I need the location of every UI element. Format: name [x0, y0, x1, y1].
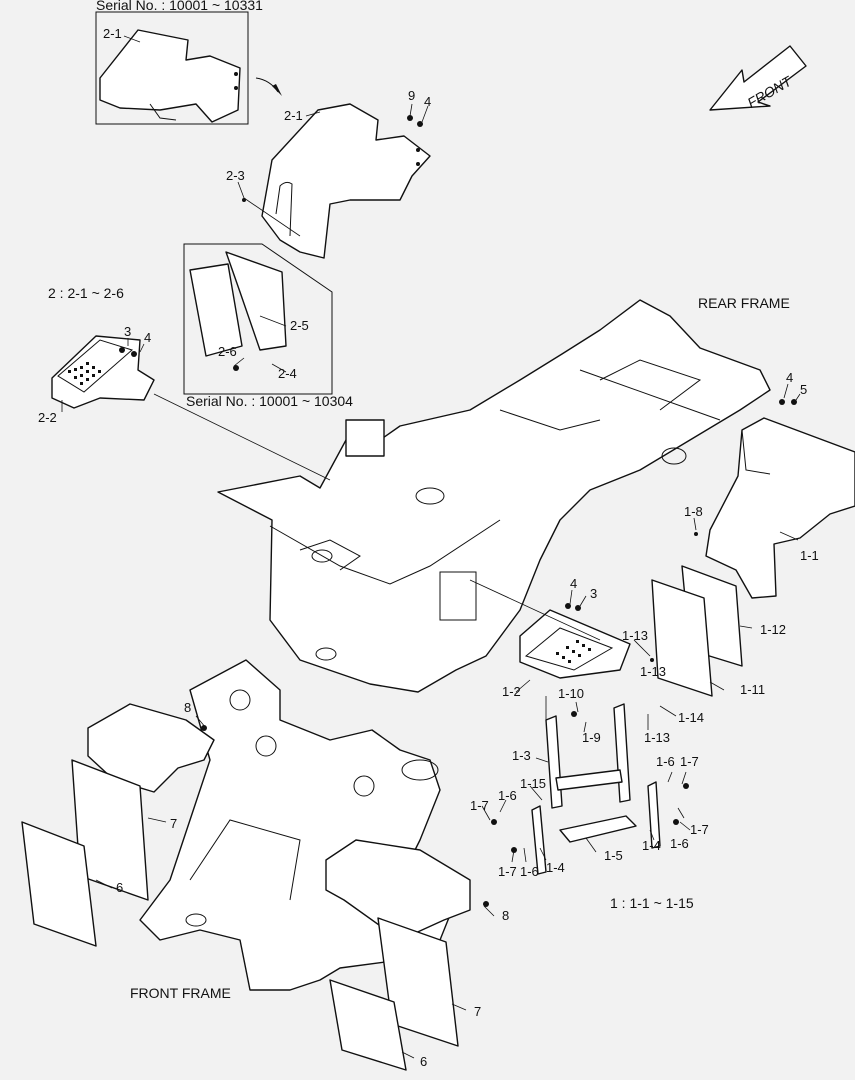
serial-top-label: Serial No. : 10001 ~ 10331: [96, 0, 263, 13]
callout: 1-7: [498, 864, 517, 879]
serial-middle-label: Serial No. : 10001 ~ 10304: [186, 393, 353, 409]
callout: 2-3: [226, 168, 245, 183]
callout: 1-11: [740, 682, 765, 697]
mud-flap-plates-1-11-1-12: [651, 565, 743, 697]
callout: 1-13: [622, 628, 648, 643]
callout: 1-12: [760, 622, 786, 637]
front-frame-label: FRONT FRAME: [130, 985, 231, 1001]
callout: 1-6: [670, 836, 689, 851]
callout: 1-6: [520, 864, 539, 879]
callout: 2-2: [38, 410, 57, 425]
callout: 2-4: [278, 366, 297, 381]
callout: 5: [800, 382, 807, 397]
step-1-2: [519, 609, 631, 679]
callout: 2-1: [103, 26, 122, 41]
step-1-5: [559, 815, 637, 843]
callout: 6: [420, 1054, 427, 1069]
callout: 4: [786, 370, 793, 385]
group-2-label: 2 : 2-1 ~ 2-6: [48, 285, 124, 301]
callout: 1-6: [498, 788, 517, 803]
inset-box-top: [95, 11, 282, 125]
callout: 1-1: [800, 548, 819, 563]
callout: 6: [116, 880, 123, 895]
group-1-label: 1 : 1-1 ~ 1-15: [610, 895, 694, 911]
callout: 1-15: [520, 776, 546, 791]
callout: 1-5: [604, 848, 623, 863]
fender-1-1: [705, 417, 855, 599]
plates-6-7-right: [329, 917, 459, 1071]
callout-labels: 2-1 2-1 9 4 2-3 2-5 2-6 2-4 3 4 2-2 4 5 …: [38, 26, 819, 1069]
callout: 3: [124, 324, 131, 339]
front-direction-arrow: FRONT: [709, 45, 807, 111]
callout: 1-3: [512, 748, 531, 763]
callout: 4: [144, 330, 151, 345]
leader-lines: [61, 35, 801, 1059]
callout: 1-6: [656, 754, 675, 769]
callout: 2-5: [290, 318, 309, 333]
callout: 2-6: [218, 344, 237, 359]
callout: 1-10: [558, 686, 584, 701]
callout: 1-4: [546, 860, 565, 875]
callout: 1-13: [640, 664, 666, 679]
rear-frame-label: REAR FRAME: [698, 295, 790, 311]
callout: 1-9: [582, 730, 601, 745]
callout: 8: [502, 908, 509, 923]
callout: 2-1: [284, 108, 303, 123]
inset-box-middle: [183, 243, 333, 395]
callout: 9: [408, 88, 415, 103]
ladder-1-3: [545, 703, 631, 809]
callout: 7: [474, 1004, 481, 1019]
callout: 1-14: [678, 710, 704, 725]
front-fender-right: [325, 839, 471, 941]
plates-6-7-left: [21, 759, 149, 947]
callout: 7: [170, 816, 177, 831]
cover-2-1: [261, 103, 431, 259]
rear-frame: [217, 299, 771, 693]
callout: 4: [570, 576, 577, 591]
callout: 3: [590, 586, 597, 601]
step-2-2: [51, 335, 155, 409]
front-fender-left: [87, 703, 215, 793]
callout: 8: [184, 700, 191, 715]
callout: 1-4: [642, 838, 661, 853]
callout: 1-2: [502, 684, 521, 699]
callout: 4: [424, 94, 431, 109]
callout: 1-7: [470, 798, 489, 813]
bolt-markers: [119, 115, 797, 907]
callout: 1-13: [644, 730, 670, 745]
callout: 1-7: [680, 754, 699, 769]
callout: 1-8: [684, 504, 703, 519]
callout: 1-7: [690, 822, 709, 837]
